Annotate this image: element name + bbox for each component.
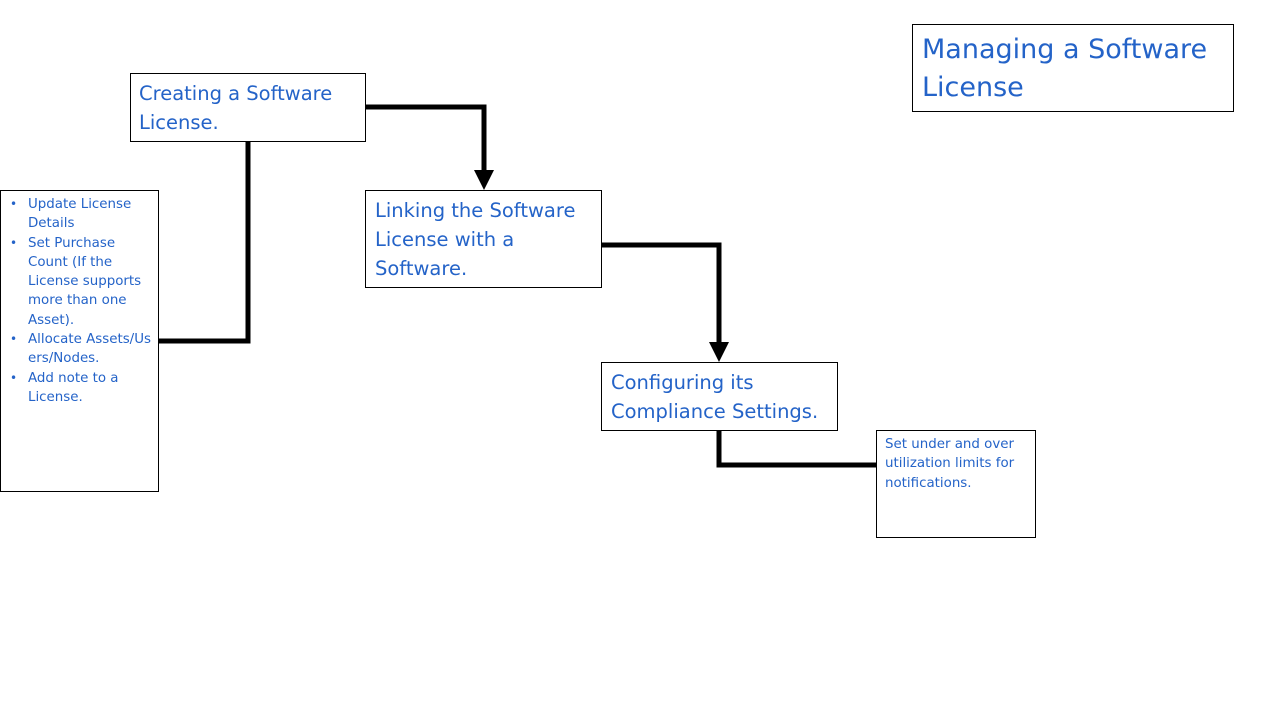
connector-step3-to-note2 — [716, 431, 876, 468]
arrow-step2-to-step3 — [602, 242, 729, 362]
arrow-step1-to-step2 — [366, 104, 494, 190]
note-bullet-list: Update License Details Set Purchase Coun… — [7, 195, 152, 407]
connector-step1-to-note1 — [159, 142, 251, 344]
list-item: Set Purchase Count (If the License suppo… — [10, 234, 152, 330]
note-creating-license-details: Update License Details Set Purchase Coun… — [0, 190, 159, 492]
list-item: Add note to a License. — [10, 369, 152, 408]
step-creating-license: Creating a Software License. — [130, 73, 366, 142]
step-linking-license: Linking the Software License with a Soft… — [365, 190, 602, 288]
step-compliance-settings: Configuring its Compliance Settings. — [601, 362, 838, 431]
note-compliance-limits: Set under and over utilization limits fo… — [876, 430, 1036, 538]
diagram-title: Managing a Software License — [912, 24, 1234, 112]
list-item: Allocate Assets/Users/Nodes. — [10, 330, 152, 369]
list-item: Update License Details — [10, 195, 152, 234]
